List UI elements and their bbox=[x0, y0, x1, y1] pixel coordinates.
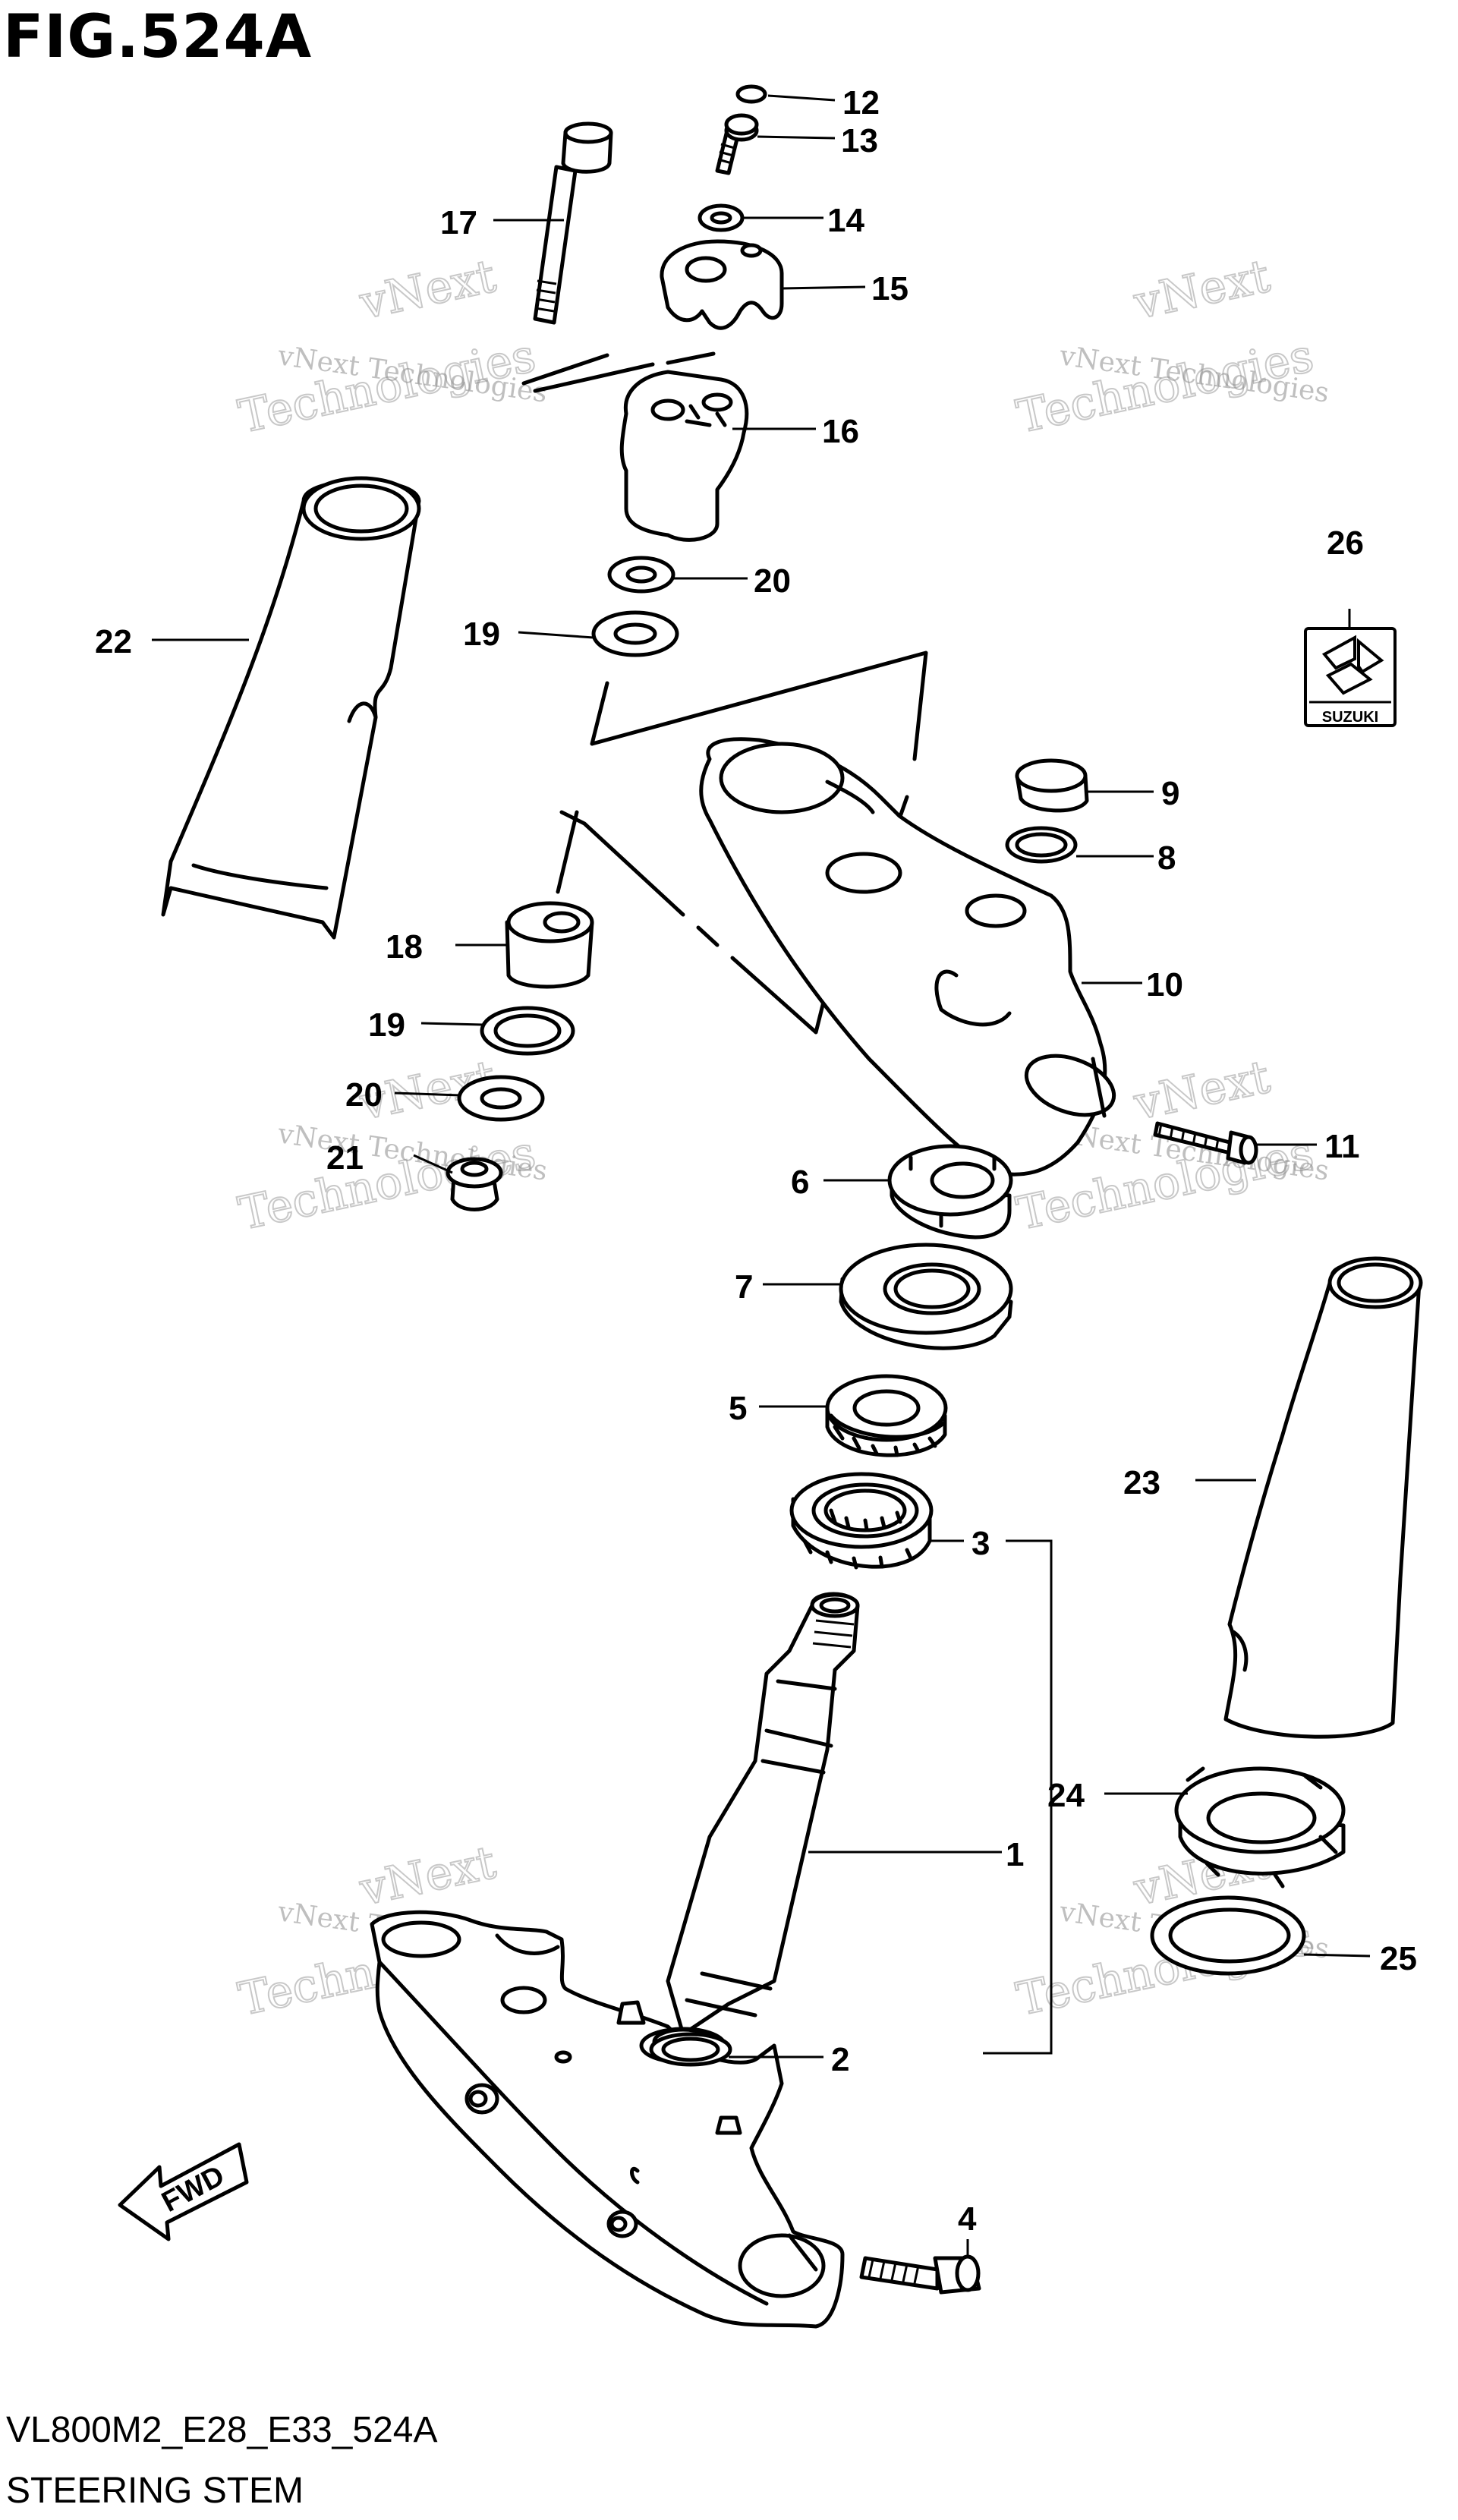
callout-13: 13 bbox=[841, 122, 878, 159]
part-13-bolt bbox=[715, 113, 759, 175]
assembly-guide-lines bbox=[521, 351, 928, 1035]
part-6-stem-nut bbox=[887, 1144, 1013, 1240]
part-22-fork-cover-left bbox=[161, 476, 421, 940]
part-15-clamp-upper bbox=[660, 239, 784, 330]
part-19-upper-washer bbox=[591, 610, 679, 657]
part-12-cap bbox=[735, 84, 767, 104]
part-16-holder bbox=[619, 370, 749, 542]
part-14-lock-washer bbox=[698, 203, 745, 232]
watermark-vnext: vNext bbox=[355, 1836, 500, 1917]
part-17-long-bolt bbox=[533, 121, 613, 325]
callout-15: 15 bbox=[871, 270, 908, 307]
callout-12: 12 bbox=[842, 84, 880, 121]
part-2-stem-seal bbox=[649, 2032, 732, 2067]
callout-4: 4 bbox=[958, 2200, 977, 2238]
watermark-vnext: vNext bbox=[355, 250, 500, 330]
part-10-upper-bracket bbox=[699, 737, 1116, 1177]
watermark-vnext: vNext bbox=[1129, 1051, 1274, 1131]
callout-labels: 1 2 3 4 5 6 7 8 9 10 11 12 13 14 15 16 1… bbox=[95, 84, 1417, 2238]
part-8-washer bbox=[1005, 826, 1078, 864]
guide-line-clamp bbox=[590, 650, 928, 761]
guide-line-stem-drop bbox=[556, 810, 579, 894]
callout-19-upper: 19 bbox=[463, 616, 500, 653]
part-20-lower-washer bbox=[457, 1075, 545, 1122]
guide-line-bolt-17 bbox=[533, 362, 655, 393]
callout-1: 1 bbox=[1006, 1836, 1024, 1873]
suzuki-emblem-text: SUZUKI bbox=[1322, 709, 1378, 726]
part-11-pinch-bolt bbox=[1153, 1121, 1258, 1165]
callout-8: 8 bbox=[1157, 839, 1176, 877]
guide-line-stem bbox=[559, 810, 685, 917]
fwd-arrow-icon bbox=[118, 2142, 249, 2241]
watermark-group-top-right: vNext Technologies vNext Technologies bbox=[1012, 249, 1331, 445]
part-24-ring-nut bbox=[1174, 1766, 1346, 1888]
callout-22: 22 bbox=[95, 623, 132, 660]
callout-7: 7 bbox=[735, 1268, 753, 1306]
figure-title: FIG.524A bbox=[3, 3, 313, 71]
guide-line-stem-dash bbox=[696, 925, 720, 947]
callout-5: 5 bbox=[729, 1390, 747, 1427]
guide-line-bolt-17-b bbox=[521, 353, 609, 386]
callout-21: 21 bbox=[326, 1139, 364, 1177]
lower-bracket bbox=[370, 1910, 845, 2329]
callout-19-lower: 19 bbox=[368, 1006, 405, 1044]
callout-6: 6 bbox=[791, 1164, 809, 1201]
callout-26: 26 bbox=[1327, 524, 1364, 562]
watermark-group-top-left: vNext Technologies vNext Technologies bbox=[234, 249, 550, 445]
part-3-lower-bearing bbox=[789, 1472, 934, 1570]
part-4-bolt bbox=[859, 2254, 981, 2295]
callout-14: 14 bbox=[827, 202, 864, 239]
figure-code: VL800M2_E28_E33_524A bbox=[6, 2410, 438, 2450]
callout-17: 17 bbox=[440, 204, 477, 241]
figure-name: STEERING STEM bbox=[6, 2471, 304, 2511]
leader-lines bbox=[152, 94, 1371, 2256]
callout-23: 23 bbox=[1123, 1464, 1160, 1501]
callout-25: 25 bbox=[1380, 1940, 1417, 1977]
callout-24: 24 bbox=[1047, 1777, 1085, 1814]
part-23-fork-cover-right bbox=[1223, 1256, 1423, 1739]
part-19-lower-washer bbox=[480, 1006, 575, 1056]
part-9-cap-nut bbox=[1015, 758, 1089, 813]
watermark-vnext: vNext bbox=[1129, 250, 1274, 330]
part-25-washer bbox=[1150, 1895, 1306, 1976]
part-20-upper-washer bbox=[607, 556, 675, 594]
fwd-direction-arrow: FWD bbox=[118, 2142, 249, 2241]
callout-3: 3 bbox=[971, 1525, 990, 1562]
callout-20-upper: 20 bbox=[754, 562, 791, 600]
part-7-dust-seal bbox=[839, 1243, 1013, 1350]
part-1-steering-stem bbox=[666, 1592, 860, 2036]
part-21-nut bbox=[446, 1157, 503, 1211]
callout-9: 9 bbox=[1161, 775, 1179, 812]
part-26-suzuki-emblem: SUZUKI bbox=[1304, 627, 1397, 727]
callout-16: 16 bbox=[822, 413, 859, 450]
callout-20-lower: 20 bbox=[345, 1076, 383, 1114]
part-18-spacer bbox=[505, 901, 594, 989]
callout-2: 2 bbox=[831, 2041, 849, 2078]
callout-10: 10 bbox=[1146, 966, 1183, 1003]
suzuki-logo-icon bbox=[1321, 635, 1356, 670]
callout-11: 11 bbox=[1324, 1128, 1360, 1165]
part-5-upper-bearing bbox=[825, 1374, 948, 1457]
guide-line-bolt-17-dash bbox=[666, 351, 716, 365]
callout-18: 18 bbox=[386, 928, 423, 965]
